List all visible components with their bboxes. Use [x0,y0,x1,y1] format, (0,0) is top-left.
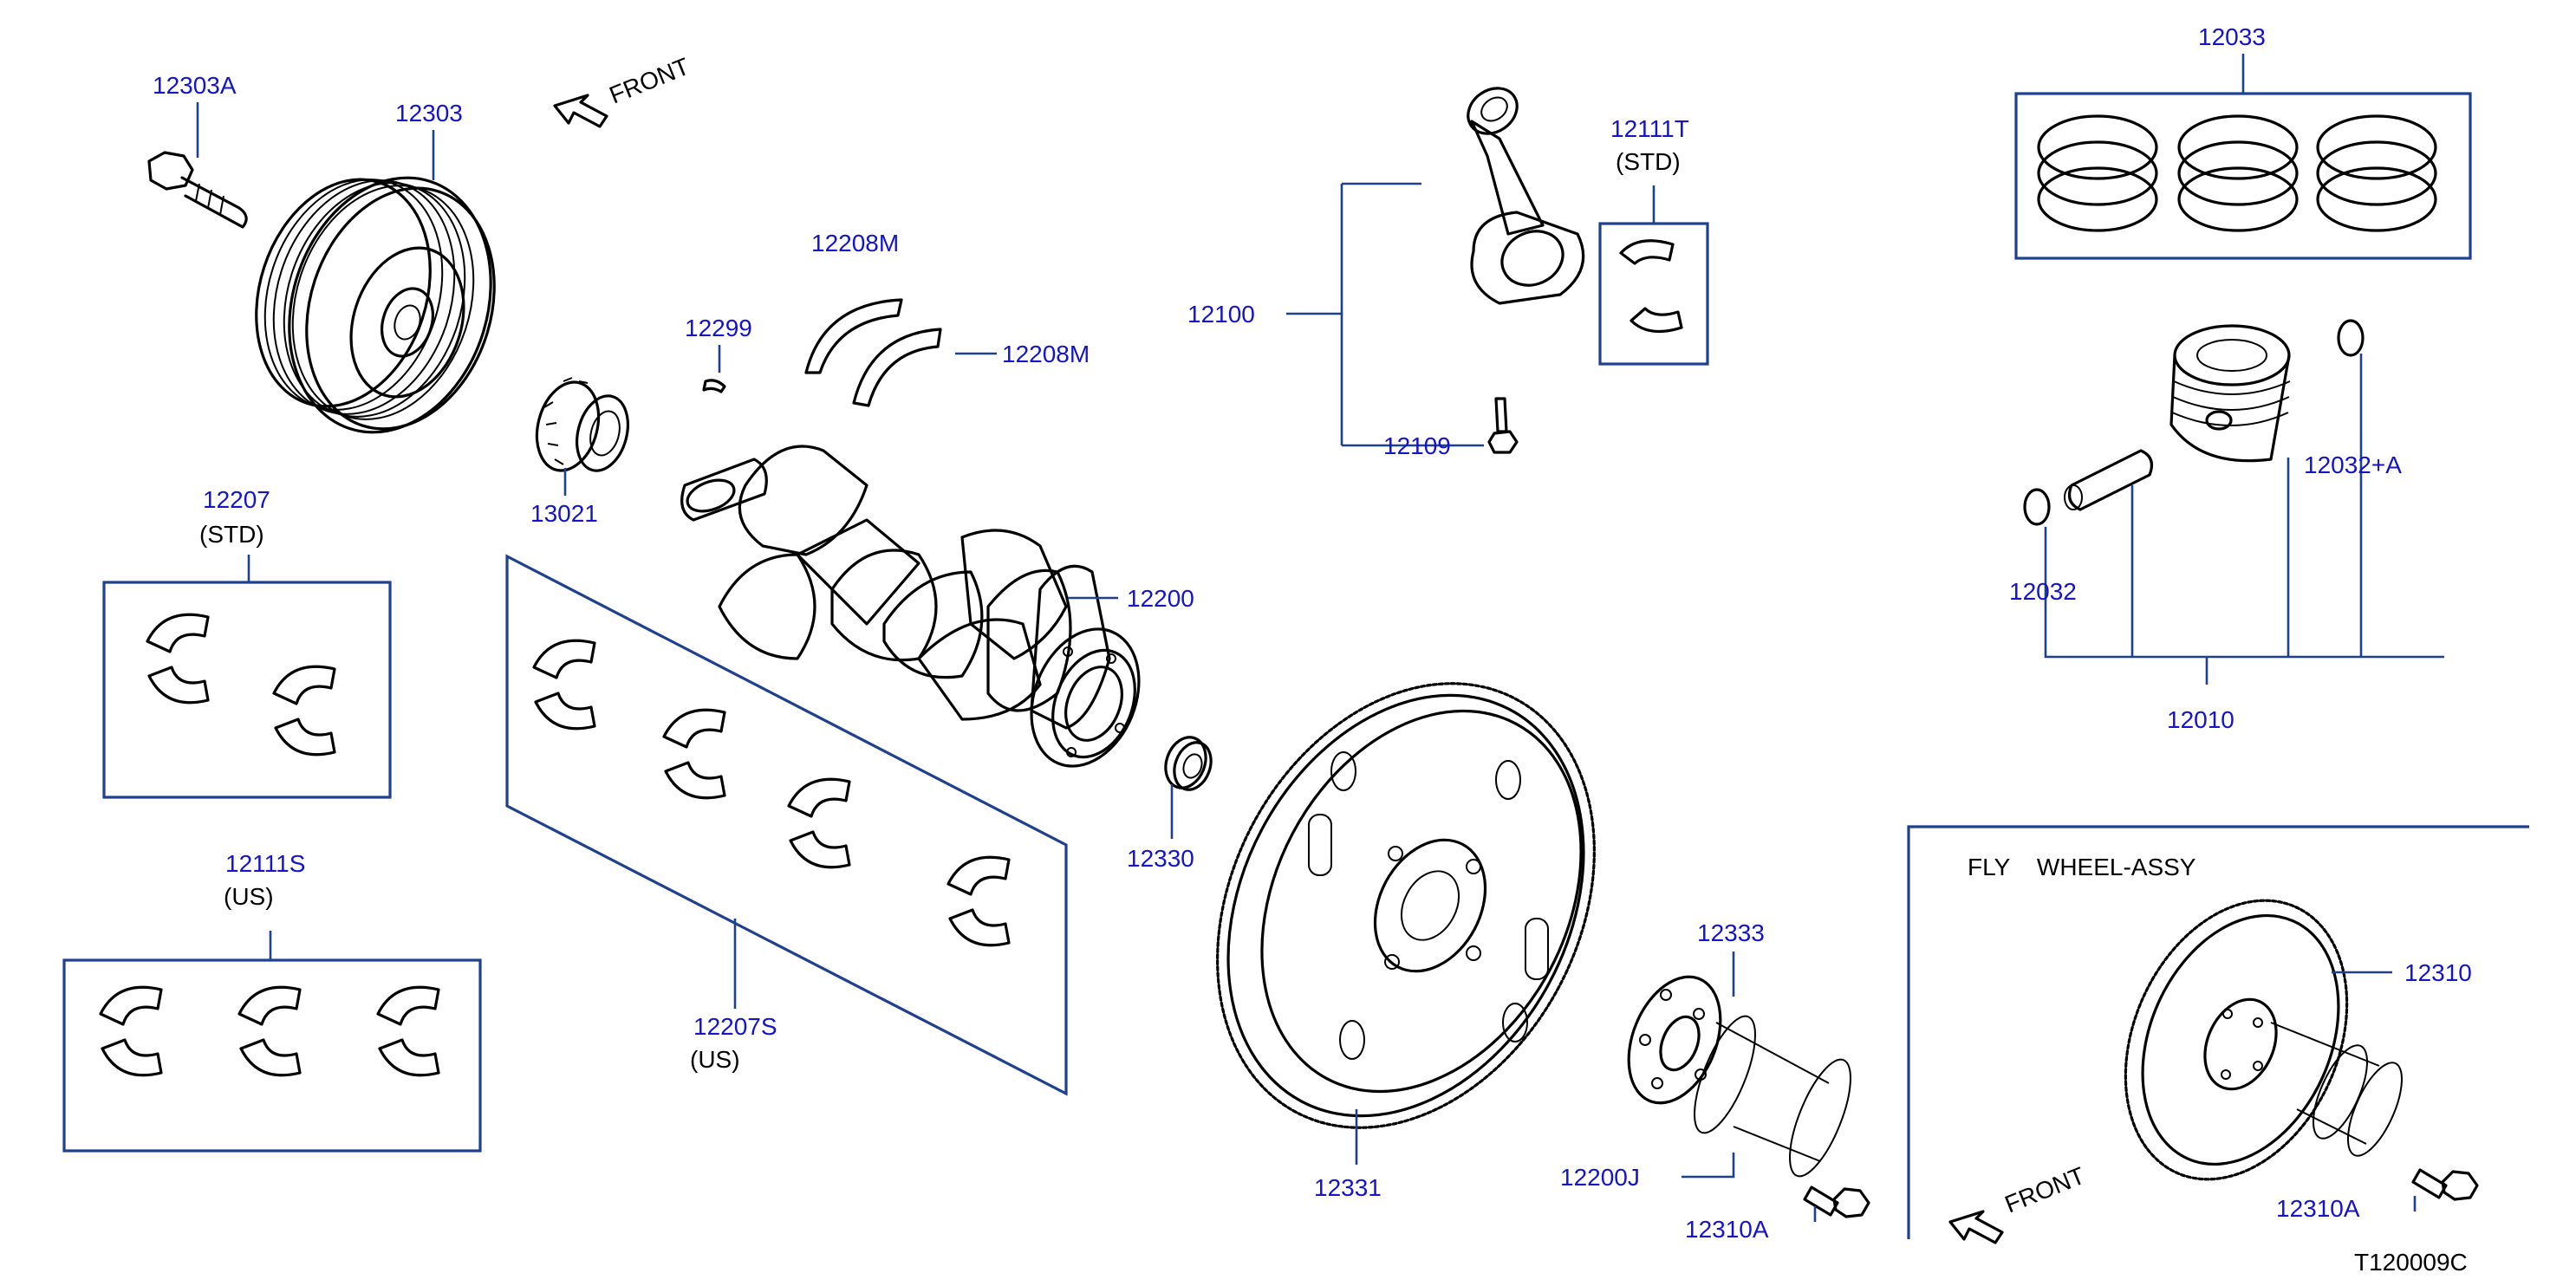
callout-12333: 12333 [1697,919,1765,946]
callout-12208M-lower: 12208M [1002,341,1090,367]
callout-12310A-main: 12310A [1685,1216,1769,1243]
callout-12200J: 12200J [1560,1164,1640,1191]
con-rod-bearing-us-set-drawing [99,985,440,1077]
crank-pulley-bolt-drawing [147,151,248,229]
snap-ring-left-drawing [2023,488,2051,526]
callout-12032A: 12032+A [2304,451,2402,478]
callout-12100: 12100 [1187,301,1255,328]
crank-sprocket-drawing [535,377,629,472]
piston-drawing [2169,324,2291,463]
callout-12331: 12331 [1314,1174,1382,1201]
drawing-number: T120009C [2354,1249,2468,1276]
callout-12200: 12200 [1127,585,1194,612]
callout-12299: 12299 [685,315,752,341]
thrust-washer-lower-drawing [852,328,942,407]
drive-plate-drawing [1216,682,1596,1129]
callout-12310: 12310 [2404,959,2472,986]
snap-ring-right-drawing [2337,319,2365,357]
crank-pulley-drawing [255,176,496,434]
crankshaft-drawing [680,445,1141,768]
front-label-top: FRONT [606,53,693,109]
note-12111T-std: (STD) [1616,148,1681,175]
callout-12303: 12303 [395,100,463,127]
box-12111S [62,958,482,1153]
note-12111S-us: (US) [224,883,274,910]
callout-12208M-upper: 12208M [811,230,899,257]
part-callouts: 12303A 12303 13021 12299 12208M 12208M 1… [153,23,2472,1243]
inset-title: FLY WHEEL-ASSY [1968,854,2196,880]
notes: (STD) (US) (US) (STD) FLY WHEEL-ASSY T12… [199,148,2468,1276]
front-direction-arrow-top: FRONT [553,53,693,128]
callout-12310A-inset: 12310A [2276,1195,2360,1222]
main-bearing-std-set-drawing [146,613,336,757]
callout-12111T: 12111T [1610,115,1689,142]
box-12207 [102,581,392,799]
con-rod-bearing-std-drawing [1619,239,1683,334]
callout-12111S: 12111S [225,850,305,877]
leader-lines [196,54,2444,1222]
note-12207S-us: (US) [690,1046,740,1073]
main-bearing-us-set-drawing [532,639,1011,947]
pilot-bushing-drawing [1164,736,1213,791]
note-12207-std: (STD) [199,521,264,548]
piston-rings-drawing [2037,114,2437,232]
adapter-plate-drawing [1627,975,1851,1178]
con-rod-bolt-drawing [1487,397,1519,454]
callout-12303A: 12303A [153,72,237,99]
callout-12330: 12330 [1127,845,1194,872]
phantom-centerlines [173,39,2436,1209]
inset-frame [1907,825,2529,1239]
callout-12207S: 12207S [693,1013,777,1040]
woodruff-key-drawing [702,379,726,393]
front-direction-arrow-inset: FRONT [1948,1162,2089,1244]
front-label-inset: FRONT [2001,1162,2089,1218]
group-boxes [62,92,2529,1239]
box-12207S [505,554,1068,1096]
callout-12010: 12010 [2167,706,2234,733]
callout-12207: 12207 [203,486,270,513]
callout-12109: 12109 [1383,432,1451,459]
flywheel-bolt-drawing [1803,1185,1870,1218]
callout-13021: 13021 [530,500,598,527]
callout-12032: 12032 [2009,578,2077,605]
box-12111T [1598,222,1709,366]
flywheel-assy-drawing [2124,899,2479,1201]
connecting-rod-drawing [1467,87,1585,305]
callout-12033: 12033 [2198,23,2266,50]
thrust-washer-upper-drawing [804,298,903,374]
piston-pin-drawing [2064,449,2153,511]
